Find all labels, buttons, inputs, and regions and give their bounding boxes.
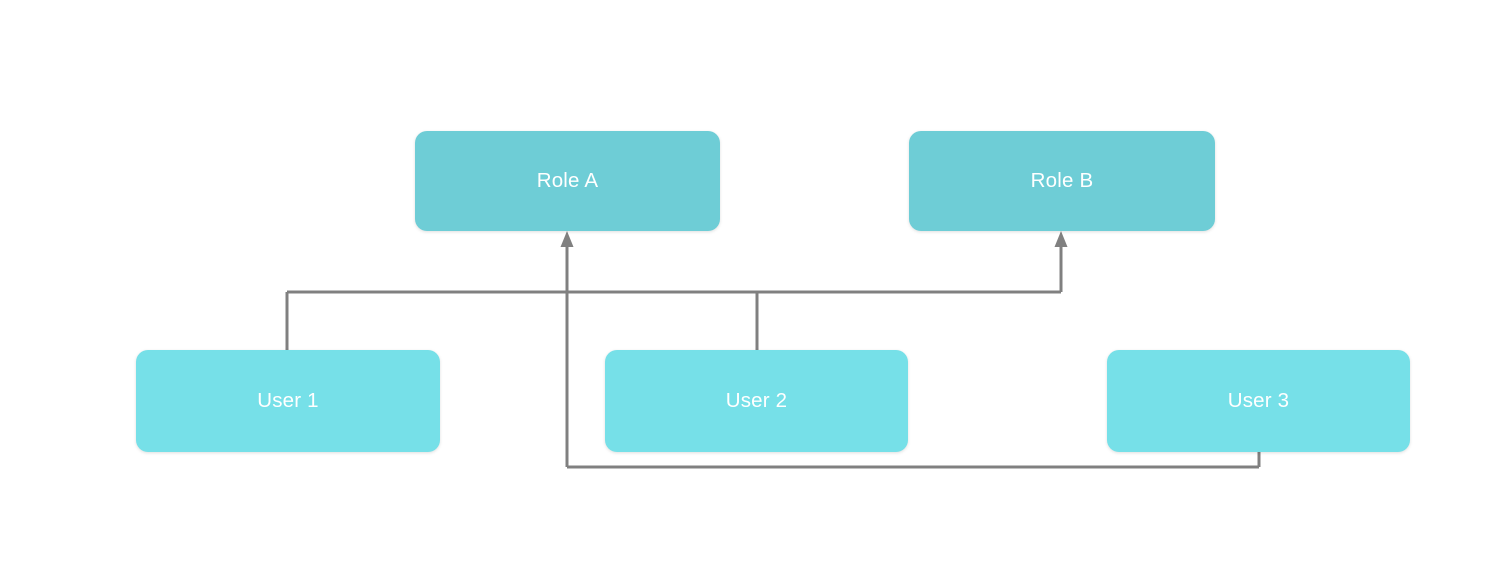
- node-role-a-label: Role A: [536, 168, 599, 192]
- node-role-b[interactable]: Role B: [909, 131, 1215, 231]
- arrowhead-role-a: [560, 231, 574, 247]
- node-user-3[interactable]: User 3: [1107, 350, 1410, 452]
- node-role-a[interactable]: Role A: [415, 131, 720, 231]
- node-user-2-label: User 2: [725, 388, 788, 412]
- node-user-2[interactable]: User 2: [605, 350, 908, 452]
- node-user-1[interactable]: User 1: [136, 350, 440, 452]
- node-user-1-label: User 1: [257, 388, 319, 412]
- node-role-b-label: Role B: [1030, 168, 1094, 192]
- arrowhead-role-b: [1054, 231, 1068, 247]
- node-user-3-label: User 3: [1227, 388, 1290, 412]
